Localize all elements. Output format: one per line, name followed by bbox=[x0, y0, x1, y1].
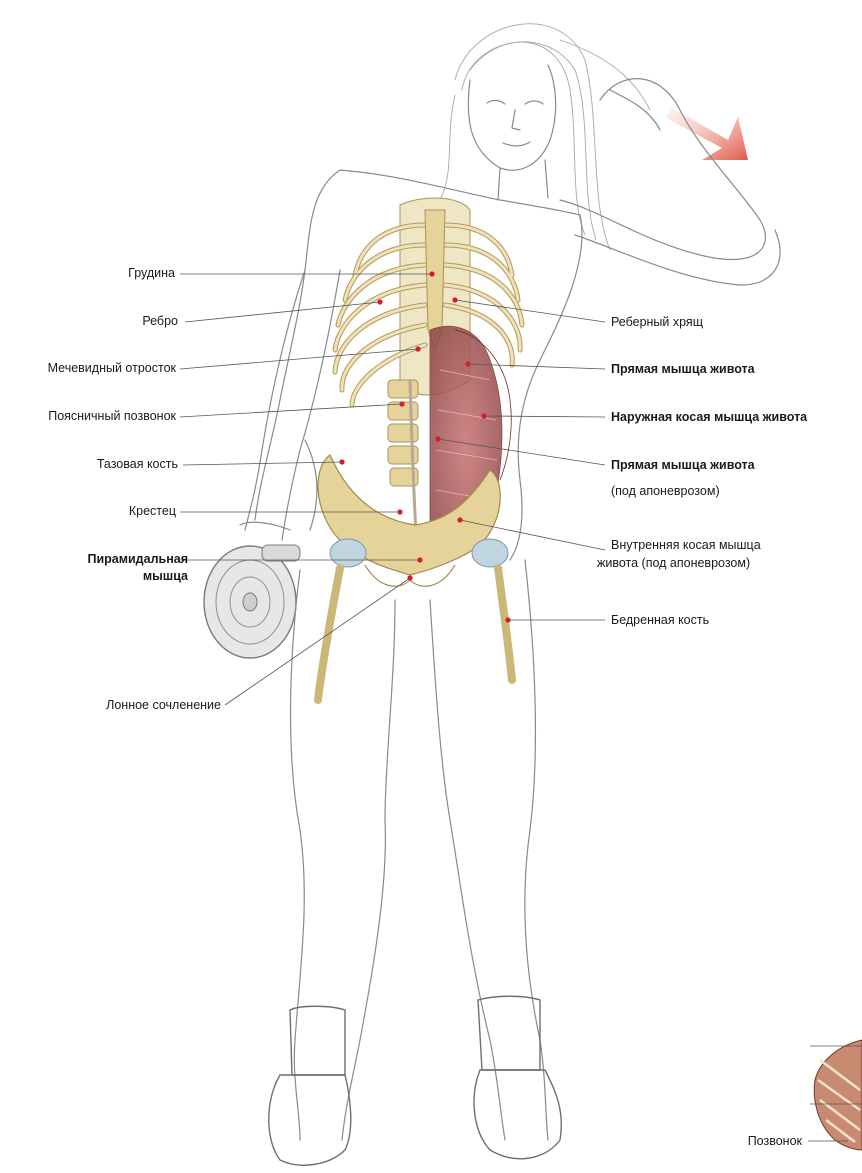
inset-leader bbox=[0, 0, 862, 1173]
anatomy-diagram: Грудина Ребро Мечевидный отросток Поясни… bbox=[0, 0, 862, 1173]
